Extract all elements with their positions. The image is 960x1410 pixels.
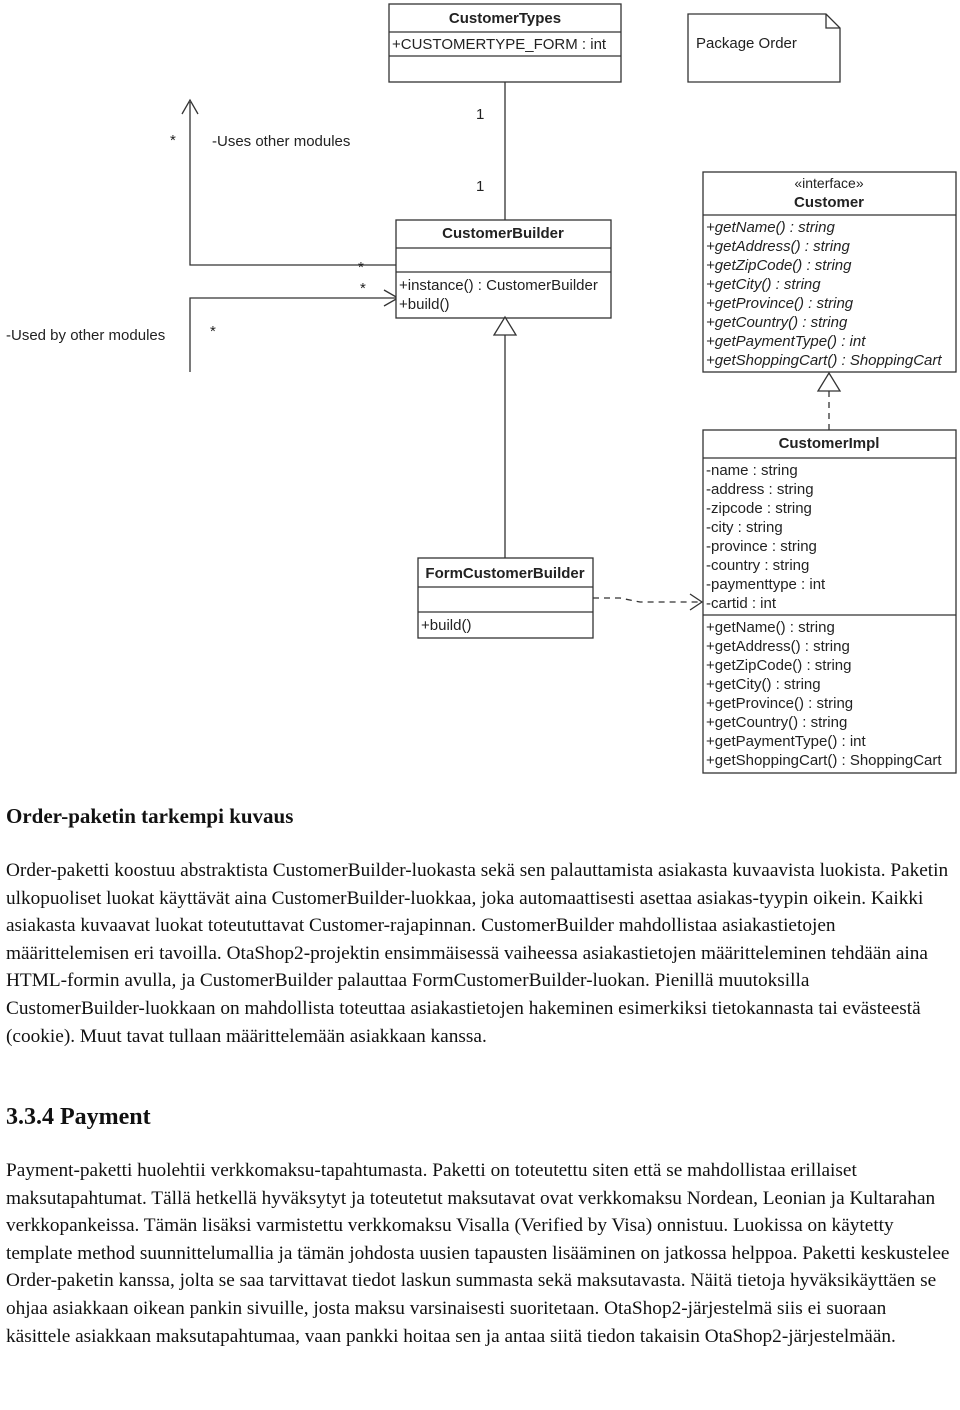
interface-customer: «interface» Customer +getName() : string… <box>702 171 957 373</box>
class-method: +getCountry() : string <box>706 714 847 731</box>
class-attribute: -country : string <box>706 557 809 574</box>
order-heading: Order-paketin tarkempi kuvaus <box>6 804 294 828</box>
class-method: +instance() : CustomerBuilder <box>399 277 598 294</box>
dependency-dashed-line <box>593 597 702 603</box>
package-note: Package Order <box>687 13 841 83</box>
order-paragraph: Order-paketti koostuu abstraktista Custo… <box>6 860 949 1047</box>
class-customer-impl: CustomerImpl -name : string -address : s… <box>702 429 957 774</box>
multiplicity-star: * <box>170 132 176 149</box>
multiplicity-label: 1 <box>476 106 484 123</box>
class-customer-types: CustomerTypes +CUSTOMERTYPE_FORM : int <box>388 3 622 83</box>
interface-method: +getProvince() : string <box>706 295 854 312</box>
multiplicity-label: 1 <box>476 178 484 195</box>
class-attribute: -cartid : int <box>706 595 777 612</box>
payment-heading: 3.3.4 Payment <box>6 1104 151 1130</box>
generalization-arrowhead <box>492 315 518 336</box>
uses-other-modules-label: -Uses other modules <box>212 133 350 150</box>
interface-method: +getCountry() : string <box>706 314 848 331</box>
package-note-label: Package Order <box>696 35 797 52</box>
uses-other-modules-dependency: * -Uses other modules * <box>170 98 396 276</box>
class-method: +getName() : string <box>706 619 835 636</box>
class-customer-builder: CustomerBuilder +instance() : CustomerBu… <box>395 219 612 319</box>
interface-method: +getCity() : string <box>706 276 821 293</box>
interface-method: +getName() : string <box>706 219 835 236</box>
class-method: +build() <box>399 296 449 313</box>
class-name: FormCustomerBuilder <box>425 565 584 582</box>
class-method: +getProvince() : string <box>706 695 853 712</box>
uml-class-diagram: Package Order CustomerTypes +CUSTOMERTYP… <box>6 3 957 774</box>
class-name: CustomerTypes <box>449 10 561 27</box>
realization-arrowhead <box>816 371 842 392</box>
class-attribute: -zipcode : string <box>706 500 812 517</box>
class-method: +build() <box>421 617 471 634</box>
multiplicity-star: * <box>210 323 216 340</box>
class-method: +getCity() : string <box>706 676 821 693</box>
class-method: +getPaymentType() : int <box>706 733 866 750</box>
class-method: +getShoppingCart() : ShoppingCart <box>706 752 942 769</box>
class-method: +getZipCode() : string <box>706 657 851 674</box>
multiplicity-star: * <box>360 280 366 297</box>
interface-method: +getPaymentType() : int <box>706 333 866 350</box>
used-by-other-modules-label: -Used by other modules <box>6 327 165 344</box>
class-attribute: -address : string <box>706 481 814 498</box>
class-attribute: -name : string <box>706 462 798 479</box>
class-attribute: -city : string <box>706 519 783 536</box>
class-name: CustomerImpl <box>779 435 880 452</box>
interface-name: Customer <box>794 194 864 211</box>
class-name: CustomerBuilder <box>442 225 564 242</box>
interface-method: +getAddress() : string <box>706 238 850 255</box>
payment-paragraph: Payment-paketti huolehtii verkkomaksu-ta… <box>6 1160 950 1347</box>
dependency-arrowhead <box>689 593 704 611</box>
class-attribute: +CUSTOMERTYPE_FORM : int <box>392 36 607 53</box>
interface-stereotype: «interface» <box>794 175 863 191</box>
multiplicity-star: * <box>358 259 364 276</box>
class-attribute: -province : string <box>706 538 817 555</box>
interface-method: +getShoppingCart() : ShoppingCart <box>706 352 942 369</box>
class-form-customer-builder: FormCustomerBuilder +build() <box>417 557 594 639</box>
used-by-other-modules-dependency: -Used by other modules * * <box>6 280 400 372</box>
interface-method: +getZipCode() : string <box>706 257 852 274</box>
class-method: +getAddress() : string <box>706 638 850 655</box>
class-attribute: -paymenttype : int <box>706 576 826 593</box>
